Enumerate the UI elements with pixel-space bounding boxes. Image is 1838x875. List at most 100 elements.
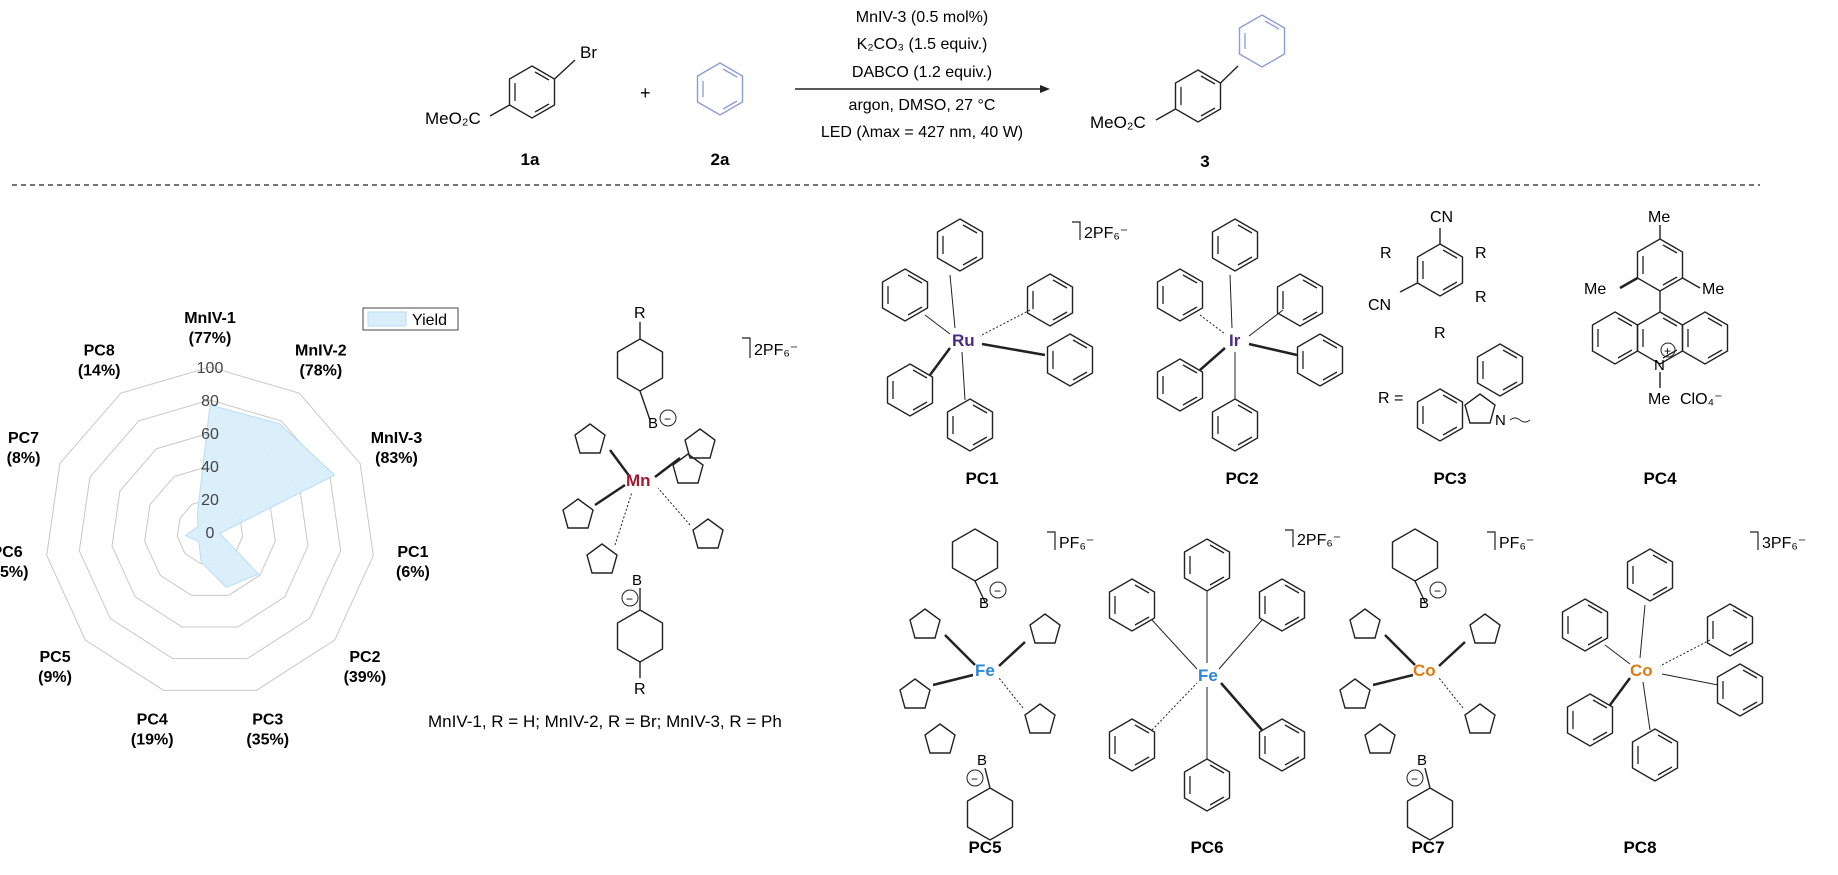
reactant-meo2c-label: MeO₂C: [425, 109, 481, 128]
pc8-charge: 3PF₆⁻: [1762, 535, 1806, 552]
svg-text:B: B: [1419, 595, 1429, 612]
svg-text:N: N: [1654, 357, 1665, 374]
pc1-charge: 2PF₆⁻: [1084, 225, 1128, 242]
svg-text:B: B: [1417, 752, 1427, 769]
radar-value-label: (8%): [7, 450, 41, 467]
radar-value-label: (78%): [299, 363, 342, 380]
svg-text:B: B: [977, 752, 987, 769]
pc3-r3: R: [1475, 289, 1487, 306]
pc8-label: PC8: [1623, 838, 1656, 857]
pc6-charge: 2PF₆⁻: [1297, 532, 1341, 549]
pc3-r2: R: [1475, 245, 1487, 262]
legend-swatch: [367, 311, 407, 327]
pc5-label: PC5: [968, 838, 1001, 857]
mn-charge: 2PF₆⁻: [754, 342, 798, 359]
chart-legend: Yield: [362, 307, 459, 331]
radar-value-label: (19%): [131, 732, 174, 749]
pc3-label: PC3: [1433, 469, 1466, 488]
radar-category-label: MnIV-1: [184, 310, 236, 327]
pc4-me-left: Me: [1584, 281, 1606, 298]
radar-category-label: PC2: [349, 649, 380, 666]
pc1-structure: Ru 2PF₆⁻: [881, 218, 1128, 452]
catalyst-caption: MnIV-1, R = H; MnIV-2, R = Br; MnIV-3, R…: [428, 712, 782, 731]
radar-value-label: (14%): [78, 363, 121, 380]
pc4-structure: Me Me Me + N Me ClO₄⁻: [1584, 209, 1729, 408]
pc2-structure: Ir: [1156, 218, 1344, 452]
svg-text:−: −: [626, 592, 633, 606]
radar-grid-ring: [46, 366, 374, 691]
pc6-label: PC6: [1190, 838, 1223, 857]
svg-text:+: +: [1664, 344, 1671, 358]
reactant-2a: 2a: [696, 62, 744, 169]
radar-tick-label: 40: [201, 459, 219, 476]
condition-light: LED (λmax = 427 nm, 40 W): [821, 124, 1023, 141]
radar-value-label: (35%): [246, 732, 289, 749]
pc5-structure: B − Fe B − PF₆⁻: [899, 528, 1094, 841]
condition-atmosphere: argon, DMSO, 27 °C: [849, 97, 996, 114]
svg-text:−: −: [1411, 772, 1418, 786]
pc2-label: PC2: [1225, 469, 1258, 488]
reactant-1a: Br MeO₂C 1a: [425, 43, 597, 169]
pc7-structure: B − Co B − PF₆⁻: [1339, 528, 1534, 841]
product-3: MeO₂C 3: [1090, 14, 1286, 171]
radar-category-label: MnIV-3: [371, 430, 423, 447]
pc5-metal-label: Fe: [975, 661, 995, 680]
pc8-structure: Co 3PF₆⁻: [1561, 531, 1806, 782]
product-3-label: 3: [1200, 152, 1209, 171]
radar-category-label: PC8: [84, 343, 115, 360]
svg-text:−: −: [971, 772, 978, 786]
reactant-1a-label: 1a: [521, 150, 540, 169]
radar-category-label: PC5: [40, 649, 71, 666]
radar-category-label: MnIV-2: [295, 343, 347, 360]
condition-additive: DABCO (1.2 equiv.): [852, 64, 992, 81]
pc3-cn-left: CN: [1368, 297, 1391, 314]
pc4-me-n: Me: [1648, 391, 1670, 408]
svg-text:−: −: [664, 412, 671, 426]
radar-tick-label: 60: [201, 426, 219, 443]
pc2-metal-label: Ir: [1229, 331, 1241, 350]
radar-tick-label: 0: [206, 525, 215, 542]
pc3-structure: CN CN R R R R R = N: [1368, 209, 1531, 442]
radar-tick-label: 20: [201, 492, 219, 509]
radar-value-label: (39%): [344, 669, 387, 686]
plus-sign: +: [640, 83, 651, 103]
condition-catalyst: MnIV-3 (0.5 mol%): [856, 9, 988, 26]
radar-tick-label: 100: [197, 360, 224, 377]
svg-text:−: −: [1434, 584, 1441, 598]
mn-r-top: R: [634, 305, 646, 322]
radar-value-label: (9%): [38, 669, 72, 686]
radar-value-label: (15%): [0, 564, 28, 581]
mn-catalyst-structure: R B − Mn B − R 2PF₆⁻: [562, 305, 798, 698]
pc6-structure: Fe 2PF₆⁻: [1108, 529, 1341, 812]
radar-value-label: (6%): [396, 564, 430, 581]
radar-category-label: PC3: [252, 712, 283, 729]
radar-series-yield: [184, 404, 336, 589]
radar-value-label: (77%): [189, 330, 232, 347]
pc7-label: PC7: [1411, 838, 1444, 857]
pc4-me-top: Me: [1648, 209, 1670, 226]
pc6-metal-label: Fe: [1198, 666, 1218, 685]
mn-r-bottom: R: [634, 681, 646, 698]
pc1-metal-label: Ru: [952, 331, 975, 350]
product-meo2c-label: MeO₂C: [1090, 113, 1146, 132]
pc3-cn-top: CN: [1430, 209, 1453, 226]
pc1-label: PC1: [965, 469, 998, 488]
svg-text:−: −: [994, 584, 1001, 598]
reactant-2a-label: 2a: [711, 150, 730, 169]
radar-category-label: PC6: [0, 544, 23, 561]
mn-metal-label: Mn: [626, 471, 651, 490]
pc3-r4: R: [1434, 325, 1446, 342]
svg-text:B: B: [632, 572, 642, 589]
condition-base: K₂CO₃ (1.5 equiv.): [857, 36, 988, 53]
radar-category-label: PC4: [137, 712, 168, 729]
svg-text:B: B: [979, 595, 989, 612]
pc4-label: PC4: [1643, 469, 1677, 488]
radar-tick-label: 80: [201, 393, 219, 410]
pc5-charge: PF₆⁻: [1059, 535, 1094, 552]
pc3-r-equals: R =: [1378, 390, 1403, 407]
reactant-br-label: Br: [580, 43, 597, 62]
pc8-metal-label: Co: [1630, 661, 1653, 680]
pc3-r1: R: [1380, 245, 1392, 262]
pc4-me-right: Me: [1702, 281, 1724, 298]
